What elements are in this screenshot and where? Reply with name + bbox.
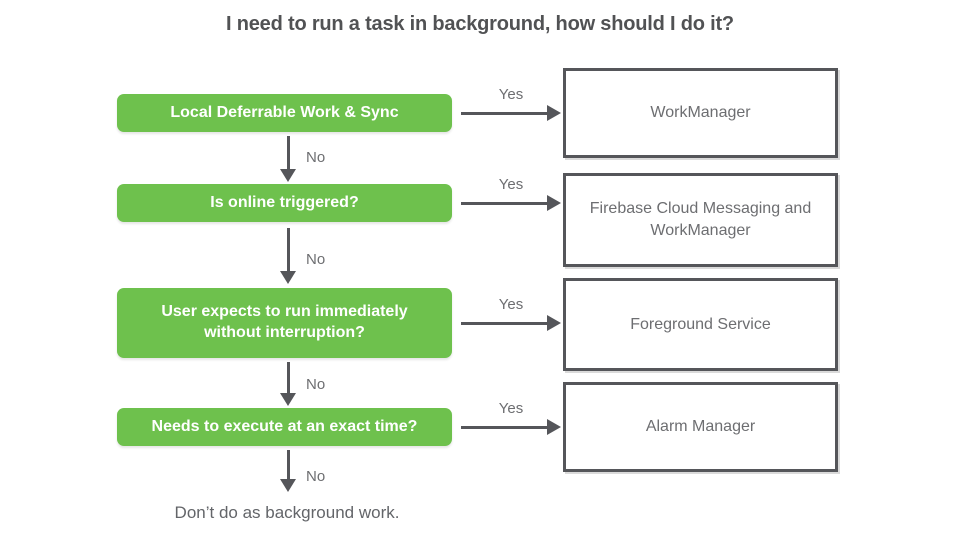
- yes-label-1: Yes: [498, 86, 524, 103]
- decision-label: User expects to run immediately without …: [161, 303, 408, 341]
- arrow-shaft: [461, 425, 550, 429]
- result-box-fcm-workmanager: Firebase Cloud Messaging and WorkManager: [563, 173, 838, 267]
- arrow-shaft: [461, 111, 550, 115]
- arrow-shaft: [286, 136, 290, 170]
- arrow-right-icon-3: [461, 315, 561, 331]
- decision-box-online-triggered: Is online triggered?: [117, 184, 452, 222]
- arrow-head: [547, 315, 561, 331]
- result-box-workmanager: WorkManager: [563, 68, 838, 158]
- arrow-head: [547, 419, 561, 435]
- arrow-right-icon-2: [461, 195, 561, 211]
- no-label-1: No: [306, 149, 326, 166]
- arrow-head: [280, 479, 296, 492]
- yes-label-3: Yes: [498, 296, 524, 313]
- decision-box-local-deferrable: Local Deferrable Work & Sync: [117, 94, 452, 132]
- page-title: I need to run a task in background, how …: [226, 13, 734, 35]
- arrow-head: [280, 271, 296, 284]
- arrow-shaft: [461, 321, 550, 325]
- decision-box-exact-time: Needs to execute at an exact time?: [117, 408, 452, 446]
- no-label-3: No: [306, 376, 326, 393]
- decision-box-run-immediately: User expects to run immediately without …: [117, 288, 452, 358]
- fallback-text: Don’t do as background work.: [174, 503, 400, 522]
- arrow-shaft: [286, 362, 290, 394]
- arrow-down-icon-2: [280, 228, 296, 284]
- result-label: WorkManager: [650, 104, 751, 122]
- arrow-right-icon-4: [461, 419, 561, 435]
- result-box-alarm-manager: Alarm Manager: [563, 382, 838, 472]
- decision-label: Is online triggered?: [210, 193, 359, 211]
- arrow-down-icon-3: [280, 362, 296, 406]
- decision-label: Local Deferrable Work & Sync: [170, 103, 399, 121]
- arrow-shaft: [286, 228, 290, 272]
- no-label-4: No: [306, 468, 326, 485]
- result-label: Firebase Cloud Messaging and WorkManager: [589, 200, 812, 239]
- no-label-2: No: [306, 251, 326, 268]
- result-label: Foreground Service: [630, 315, 771, 333]
- arrow-shaft: [286, 450, 290, 480]
- arrow-head: [547, 195, 561, 211]
- yes-label-4: Yes: [498, 400, 524, 417]
- arrow-shaft: [461, 201, 550, 205]
- arrow-right-icon-1: [461, 105, 561, 121]
- decision-label: Needs to execute at an exact time?: [151, 417, 418, 435]
- result-box-foreground-service: Foreground Service: [563, 278, 838, 371]
- arrow-down-icon-4: [280, 450, 296, 492]
- arrow-head: [547, 105, 561, 121]
- yes-label-2: Yes: [498, 176, 524, 193]
- arrow-head: [280, 169, 296, 182]
- result-label: Alarm Manager: [645, 418, 756, 436]
- arrow-down-icon-1: [280, 136, 296, 182]
- arrow-head: [280, 393, 296, 406]
